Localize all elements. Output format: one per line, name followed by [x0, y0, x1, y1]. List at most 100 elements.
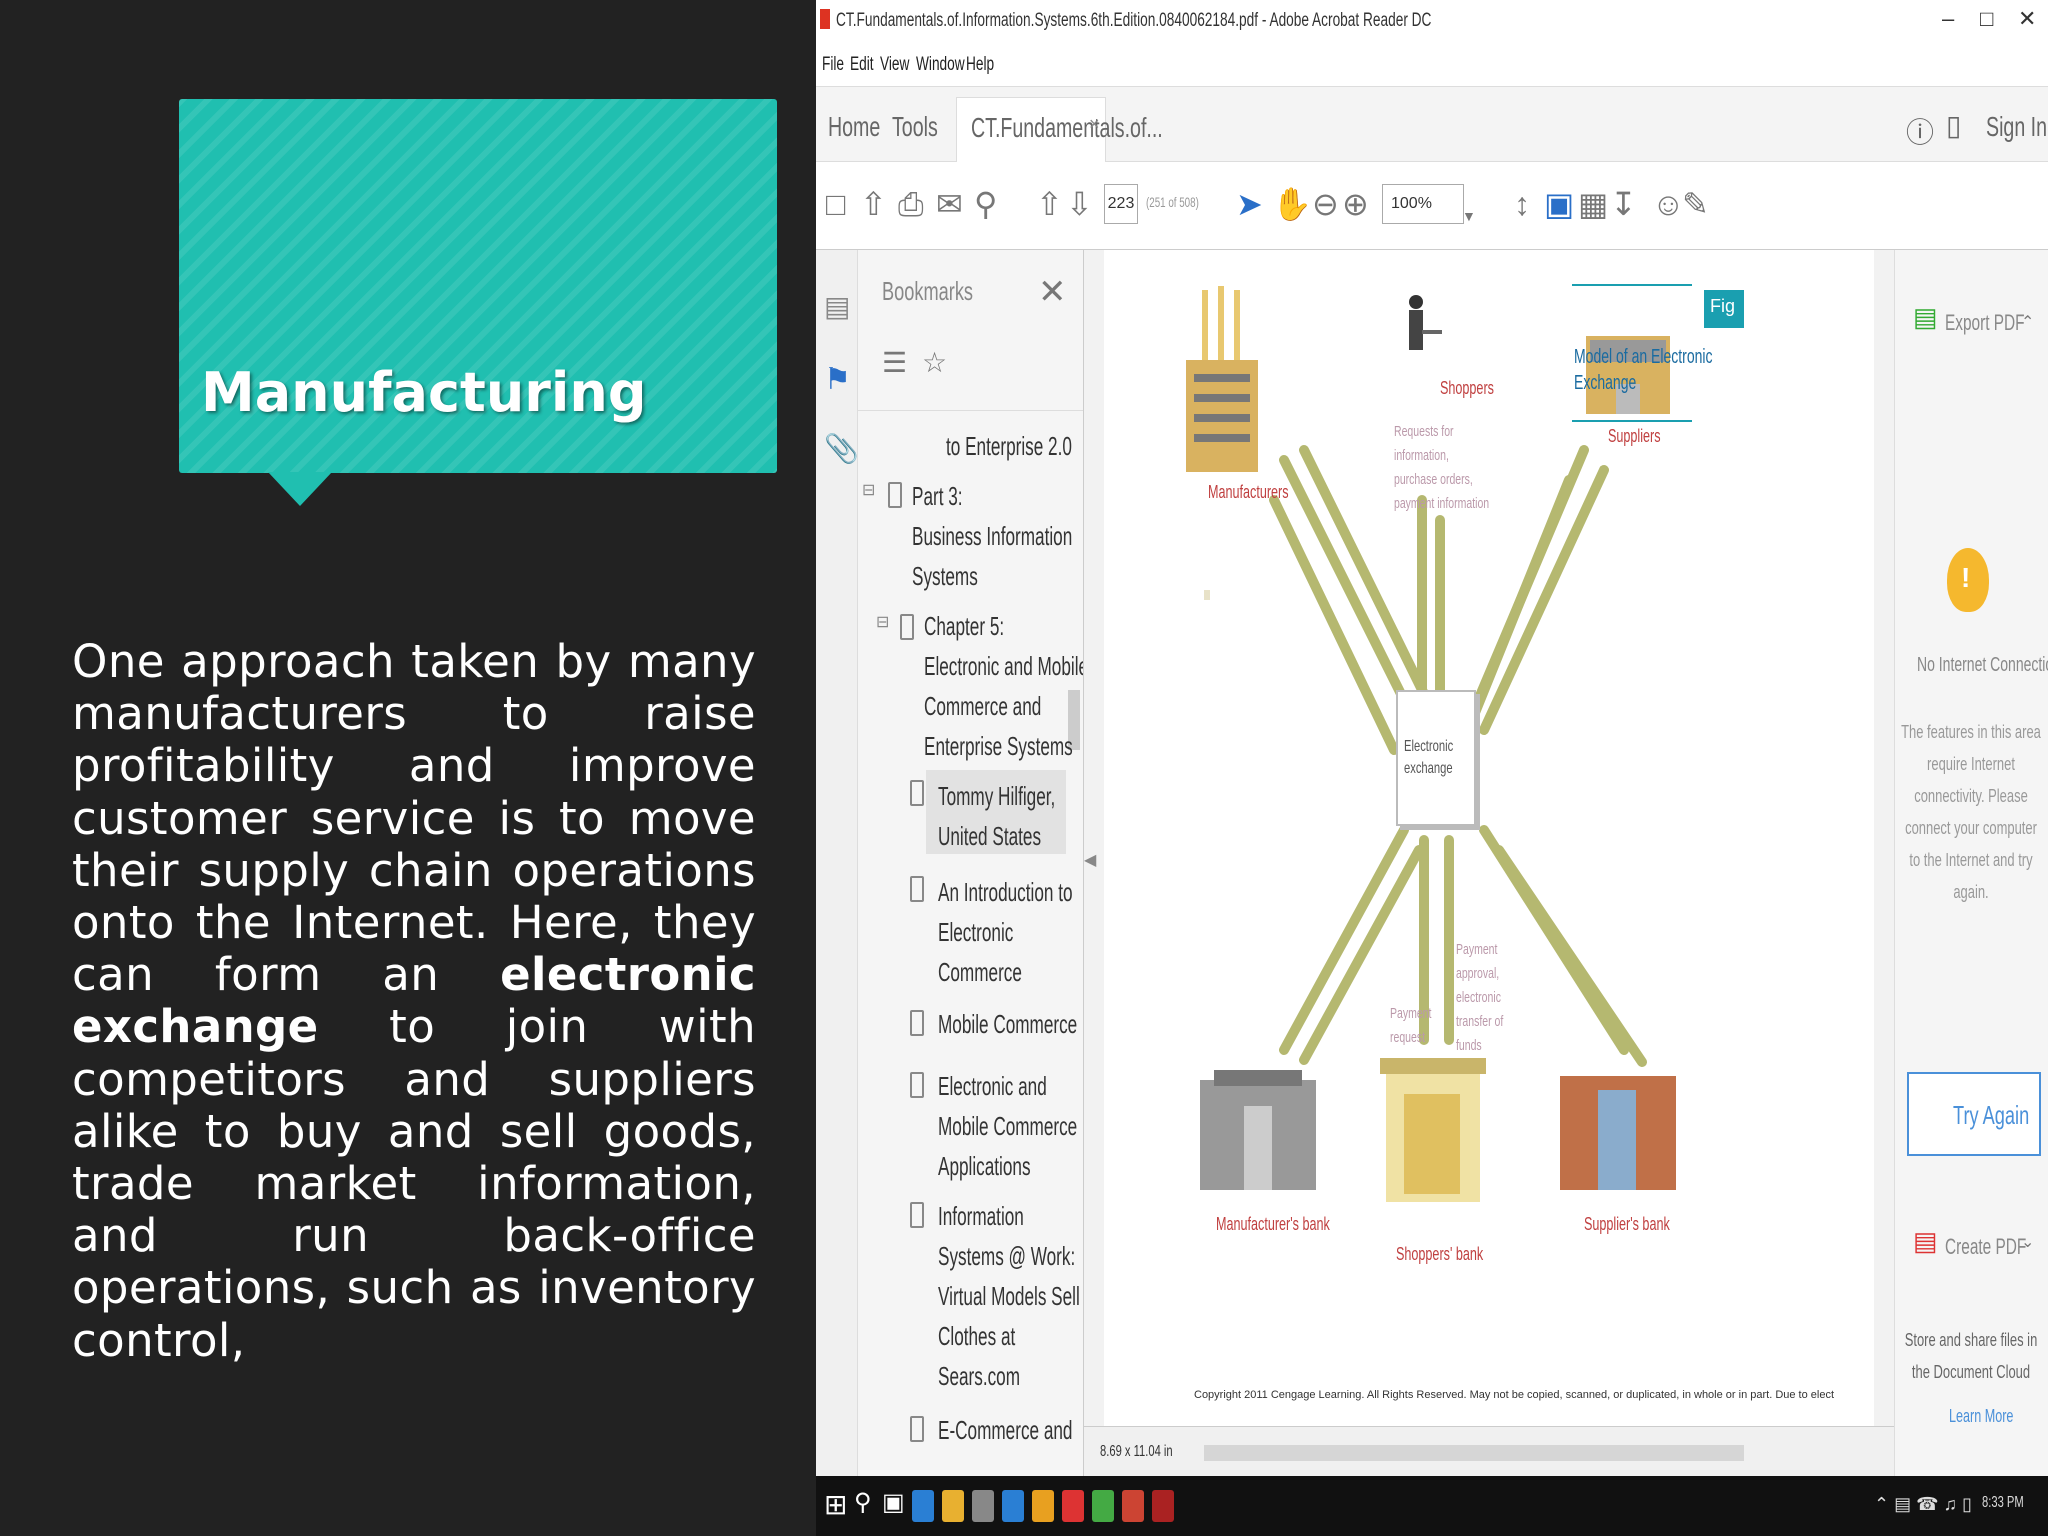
menu-window[interactable]: Window [916, 54, 965, 75]
menu-view[interactable]: View [880, 54, 910, 75]
bookmark-item[interactable]: Part 3: [912, 481, 963, 511]
system-tray-icons[interactable]: ⌃ ▤ ☎ ♫ ▯ [1874, 1494, 1972, 1514]
bookmark-page-icon [888, 482, 902, 508]
minimize-icon[interactable]: – [1942, 6, 1955, 31]
prev-page-icon[interactable]: ⇧ [1036, 186, 1063, 222]
create-icon[interactable]: □ [826, 186, 846, 222]
bookmark-item[interactable]: Electronic [938, 917, 1014, 947]
bookmark-item[interactable]: Enterprise Systems [924, 731, 1073, 761]
bookmark-page-icon [910, 876, 924, 902]
bookmark-item[interactable]: to Enterprise 2.0 [946, 431, 1072, 461]
bookmark-item[interactable]: Clothes at [938, 1321, 1016, 1351]
powerpoint-icon[interactable] [1122, 1490, 1144, 1522]
attachment-icon[interactable]: 📎 [824, 433, 859, 464]
acrobat-taskbar-icon[interactable] [1152, 1490, 1174, 1522]
pdf-page[interactable]: Manufacturers Shoppers Suppliers Request… [1104, 250, 1874, 1426]
menu-help[interactable]: Help [966, 54, 995, 75]
bookmark-item[interactable]: Commerce [938, 957, 1022, 987]
bookmark-icon[interactable]: ⚑ [824, 363, 851, 396]
bookmark-item[interactable]: Sears.com [938, 1361, 1021, 1391]
comment-icon[interactable]: ☺ [1652, 186, 1685, 222]
search-icon[interactable]: ⚲ [854, 1489, 872, 1516]
zoom-dropdown-icon[interactable]: ▼ [1462, 208, 1476, 224]
help-icon[interactable]: ⓘ [1906, 117, 1935, 148]
create-pdf-label[interactable]: Create PDF [1945, 1234, 2027, 1259]
tab-tools[interactable]: Tools [892, 111, 938, 142]
edge-browser-icon[interactable] [912, 1490, 934, 1522]
fit-width-icon[interactable]: ↕ [1514, 186, 1530, 222]
taskbar-clock[interactable]: 8:33 PM [1982, 1494, 2024, 1511]
collapse-icon[interactable]: ⊟ [862, 482, 876, 499]
app-icon[interactable] [1032, 1490, 1054, 1522]
bookmarks-divider [858, 410, 1083, 411]
pages-icon[interactable]: ▤ [824, 291, 851, 322]
bookmark-item[interactable]: Commerce and [924, 691, 1042, 721]
bookmark-page-icon [910, 1416, 924, 1442]
bookmark-item[interactable]: United States [938, 821, 1042, 851]
bookmarks-scrollbar[interactable] [1068, 690, 1080, 750]
tab-close-icon[interactable]: × [1089, 114, 1100, 134]
hand-tool-icon[interactable]: ✋ [1272, 186, 1312, 222]
new-bookmark-icon[interactable]: ☆ [922, 347, 948, 378]
chevron-up-icon[interactable]: ⌃ [2021, 314, 2035, 331]
bookmark-item[interactable]: Systems @ Work: [938, 1241, 1076, 1271]
restore-icon[interactable]: □ [1980, 6, 1994, 31]
print-icon[interactable]: ⎙ [898, 186, 924, 222]
learn-more-link[interactable]: Learn More [1949, 1406, 2014, 1426]
bookmark-item[interactable]: An Introduction to [938, 877, 1073, 907]
toolbar: □ ⇧ ⎙ ✉ ⚲ ⇧ ⇩ 223 (251 of 508) ➤ ✋ ⊖ ⊕ 1… [816, 162, 2048, 250]
windows-start-icon[interactable]: ⊞ [824, 1489, 848, 1520]
keyboard-icon[interactable]: ↧ [1610, 186, 1637, 222]
exchange-label-line2: exchange [1404, 760, 1453, 777]
bookmark-item[interactable]: Information [938, 1201, 1024, 1231]
close-icon[interactable]: ✕ [2018, 6, 2037, 31]
bookmark-item[interactable]: Electronic and Mobile [924, 651, 1084, 681]
mobile-icon[interactable]: ▯ [1946, 110, 1962, 141]
chrome-icon[interactable] [1062, 1490, 1084, 1522]
upload-icon[interactable]: ⇧ [860, 186, 887, 222]
collapse-left-icon[interactable]: ◀ [1084, 852, 1097, 869]
bookmark-item[interactable]: Business Information [912, 521, 1073, 551]
bookmark-item[interactable]: Mobile Commerce [938, 1009, 1078, 1039]
ie-browser-icon[interactable] [1002, 1490, 1024, 1522]
menu-edit[interactable]: Edit [850, 54, 874, 75]
bookmark-item[interactable]: Chapter 5: [924, 611, 1005, 641]
horizontal-scrollbar[interactable] [1204, 1445, 1744, 1461]
store-icon[interactable] [972, 1490, 994, 1522]
bookmark-item[interactable]: Virtual Models Sell [938, 1281, 1080, 1311]
copyright-notice: Copyright 2011 Cengage Learning. All Rig… [1194, 1389, 1834, 1401]
tab-document[interactable]: CT.Fundamentals.of... × [956, 97, 1163, 163]
manufacturers-building-icon [1186, 286, 1258, 472]
email-icon[interactable]: ✉ [936, 186, 963, 222]
next-page-icon[interactable]: ⇩ [1066, 186, 1093, 222]
page-number-input[interactable]: 223 [1104, 184, 1138, 224]
file-explorer-icon[interactable] [942, 1490, 964, 1522]
scroll-mode-icon[interactable]: ▦ [1578, 186, 1609, 222]
app-icon-green[interactable] [1092, 1490, 1114, 1522]
bookmark-item[interactable]: Electronic and [938, 1071, 1047, 1101]
collapse-icon[interactable]: ⊟ [876, 614, 890, 631]
bookmark-options-icon[interactable]: ☰ [882, 347, 908, 378]
tab-home[interactable]: Home [828, 111, 881, 142]
single-page-icon[interactable]: ▣ [1544, 186, 1575, 222]
pen-icon[interactable]: ✎ [1682, 186, 1709, 222]
bookmark-item[interactable]: Systems [912, 561, 978, 591]
zoom-out-icon[interactable]: ⊖ [1312, 186, 1339, 222]
select-cursor-icon[interactable]: ➤ [1236, 186, 1263, 222]
export-pdf-label[interactable]: Export PDF [1945, 310, 2025, 335]
chevron-down-icon[interactable]: ⌄ [2021, 1234, 2035, 1251]
navigation-rail: ▤ ⚑ 📎 [816, 250, 859, 1476]
bookmark-item[interactable]: Tommy Hilfiger, [938, 781, 1056, 811]
try-again-button[interactable]: Try Again [1907, 1072, 2041, 1156]
task-view-icon[interactable]: ▣ [882, 1489, 905, 1516]
bookmarks-close-icon[interactable]: ✕ [1038, 273, 1067, 311]
bookmark-item[interactable]: Applications [938, 1151, 1031, 1181]
zoom-in-icon[interactable]: ⊕ [1342, 186, 1369, 222]
menu-file[interactable]: File [822, 54, 845, 75]
search-icon[interactable]: ⚲ [974, 186, 998, 222]
zoom-select[interactable]: 100% [1382, 184, 1464, 224]
bookmark-item[interactable]: Mobile Commerce [938, 1111, 1078, 1141]
sign-in-link[interactable]: Sign In [1986, 111, 2048, 142]
electronic-exchange-diagram [1186, 286, 1676, 1202]
bookmark-item[interactable]: E-Commerce and [938, 1415, 1073, 1445]
